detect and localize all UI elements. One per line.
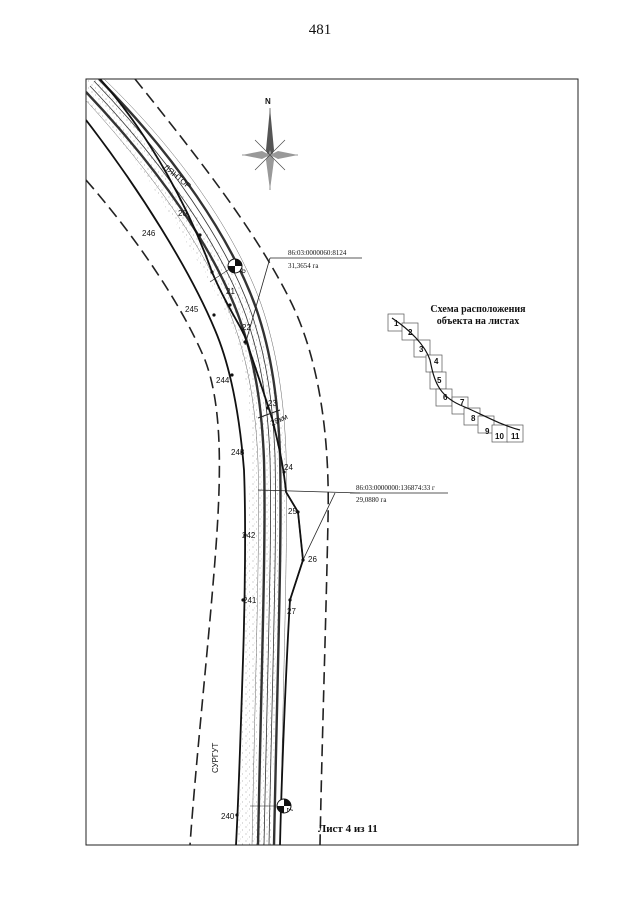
sheet-number: 6 <box>443 393 448 402</box>
allotment-boundary-right <box>99 79 304 845</box>
point-label: 240 <box>221 812 235 821</box>
boundary-point-dots <box>198 233 305 817</box>
parcel-2-area: 29,0880 га <box>356 496 387 504</box>
point-label: 26 <box>308 555 317 564</box>
point-label: 20 <box>178 209 187 218</box>
point-label: 25 <box>288 507 297 516</box>
point-label: 245 <box>185 305 199 314</box>
km-tick <box>257 409 281 419</box>
point-label: 23 <box>268 399 277 408</box>
point-label: 24 <box>284 463 293 472</box>
survey-marker-8: 8 <box>209 258 248 283</box>
parcel-1-cadastral: 86:03:0000060:8124 <box>288 249 347 257</box>
point-label: 242 <box>242 531 256 540</box>
sheet-number: 7 <box>460 398 465 407</box>
north-label: N <box>265 97 271 106</box>
road <box>86 79 287 845</box>
map-frame <box>85 78 579 846</box>
embankment-fill <box>86 79 287 845</box>
allotment-boundary-left <box>86 119 246 845</box>
point-label: 21 <box>226 287 235 296</box>
right-point-labels: 20 21 22 23 24 25 26 27 <box>178 209 317 616</box>
marker-label: 8 <box>238 266 248 275</box>
parcel-callout-1: 86:03:0000060:8124 31,3654 га <box>244 249 362 346</box>
point-label: 27 <box>287 607 296 616</box>
outer-boundary-left <box>86 179 221 845</box>
sheet-number: 2 <box>408 328 413 337</box>
sheet-number: 1 <box>394 319 399 328</box>
point-label: 244 <box>216 376 230 385</box>
north-arrow: N <box>242 97 298 190</box>
inset-title-2: объекта на листах <box>437 316 519 327</box>
sheet-number: 3 <box>419 345 424 354</box>
parcel-1-area: 31,3654 га <box>288 262 319 270</box>
direction-bottom: СУРГУТ <box>211 743 220 773</box>
sheet-number: 9 <box>485 427 490 436</box>
sheet-label: Лист 4 из 11 <box>318 823 378 835</box>
sheet-number: 8 <box>471 414 476 423</box>
page-number: 481 <box>308 22 332 38</box>
parcel-callout-2: 86:03:0000000:136874:33 г 29,0880 га <box>257 484 448 561</box>
point-label: 243 <box>231 448 245 457</box>
widening-outline <box>285 491 304 601</box>
inset-title-1: Схема расположения <box>430 304 526 315</box>
outer-boundary-right <box>134 79 330 845</box>
sheet-number: 10 <box>495 432 504 441</box>
left-point-labels: 246 245 244 243 242 241 240 <box>142 229 257 821</box>
sheet-number: 4 <box>434 357 439 366</box>
point-label: 241 <box>243 596 257 605</box>
point-label: 246 <box>142 229 156 238</box>
marker-label: 7 <box>286 807 295 812</box>
sheet-layout-inset: Схема расположения объекта на листах 1 2… <box>387 304 526 443</box>
sheet-number: 11 <box>511 432 520 441</box>
sheet-number: 5 <box>437 376 442 385</box>
survey-marker-7: 7 <box>250 798 295 814</box>
point-label: 22 <box>242 323 251 332</box>
parcel-2-cadastral: 86:03:0000000:136874:33 г <box>356 484 435 492</box>
